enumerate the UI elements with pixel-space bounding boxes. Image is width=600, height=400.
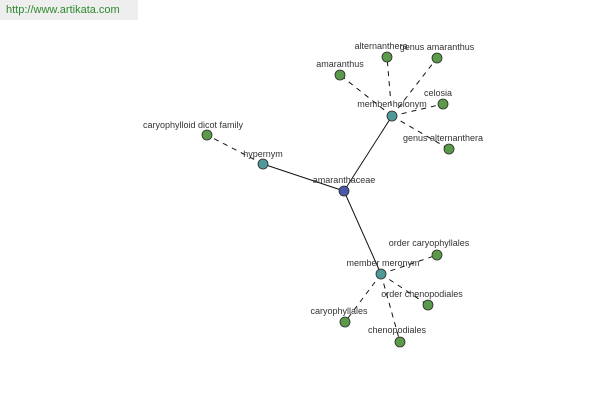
- relation-member-meronym-label[interactable]: member meronym: [346, 258, 419, 268]
- term-chenopodiales-label[interactable]: chenopodiales: [368, 325, 427, 335]
- term-chenopodiales-node[interactable]: [394, 336, 406, 348]
- edge-member-holonym-genus-alternanthera: [391, 115, 450, 150]
- edge-center-member-holonym: [343, 115, 393, 192]
- term-caryophylloid-dicot-family-label[interactable]: caryophylloid dicot family: [143, 120, 244, 130]
- edge-center-hypernym: [262, 163, 345, 192]
- edge-member-holonym-celosia: [391, 103, 444, 117]
- relation-hypernym-node[interactable]: [257, 158, 269, 170]
- term-genus-amaranthus-label[interactable]: genus amaranthus: [400, 42, 475, 52]
- edge-hypernym-caryophylloid-dicot-family: [206, 134, 264, 165]
- edge-member-meronym-chenopodiales: [380, 273, 401, 343]
- term-caryophyllales-label[interactable]: caryophyllales: [310, 306, 368, 316]
- term-amaranthus-label[interactable]: amaranthus: [316, 59, 364, 69]
- term-alternanthera-node[interactable]: [381, 51, 393, 63]
- term-genus-alternanthera-label[interactable]: genus alternanthera: [403, 133, 483, 143]
- term-order-chenopodiales-label[interactable]: order chenopodiales: [381, 289, 463, 299]
- graph-nodes: hypernym caryophylloid dicot family member…: [143, 41, 483, 348]
- edge-member-meronym-caryophyllales: [344, 273, 382, 323]
- term-alternanthera-label[interactable]: alternanthera: [354, 41, 407, 51]
- center-amaranthaceae-node[interactable]: [338, 185, 350, 197]
- term-genus-amaranthus-node[interactable]: [431, 52, 443, 64]
- relation-hypernym-label[interactable]: hypernym: [243, 149, 283, 159]
- edge-member-holonym-amaranthus: [339, 74, 393, 117]
- center-amaranthaceae-label[interactable]: amaranthaceae: [313, 175, 376, 185]
- edge-center-member-meronym: [343, 190, 382, 275]
- relation-member-meronym-node[interactable]: [375, 268, 387, 280]
- term-caryophylloid-dicot-family-node[interactable]: [201, 129, 213, 141]
- term-order-caryophyllales-node[interactable]: [431, 249, 443, 261]
- relation-member-holonym-label[interactable]: member holonym: [357, 99, 427, 109]
- term-amaranthus-node[interactable]: [334, 69, 346, 81]
- watermark-url: http://www.artikata.com: [0, 0, 138, 20]
- term-order-chenopodiales-node[interactable]: [422, 299, 434, 311]
- term-celosia-node[interactable]: [437, 98, 449, 110]
- term-celosia-label[interactable]: celosia: [424, 88, 452, 98]
- term-caryophyllales-node[interactable]: [339, 316, 351, 328]
- relation-member-holonym-node[interactable]: [386, 110, 398, 122]
- term-genus-alternanthera-node[interactable]: [443, 143, 455, 155]
- edge-member-holonym-genus-amaranthus: [391, 57, 438, 117]
- term-order-caryophyllales-label[interactable]: order caryophyllales: [389, 238, 470, 248]
- graph-edges: [206, 56, 450, 343]
